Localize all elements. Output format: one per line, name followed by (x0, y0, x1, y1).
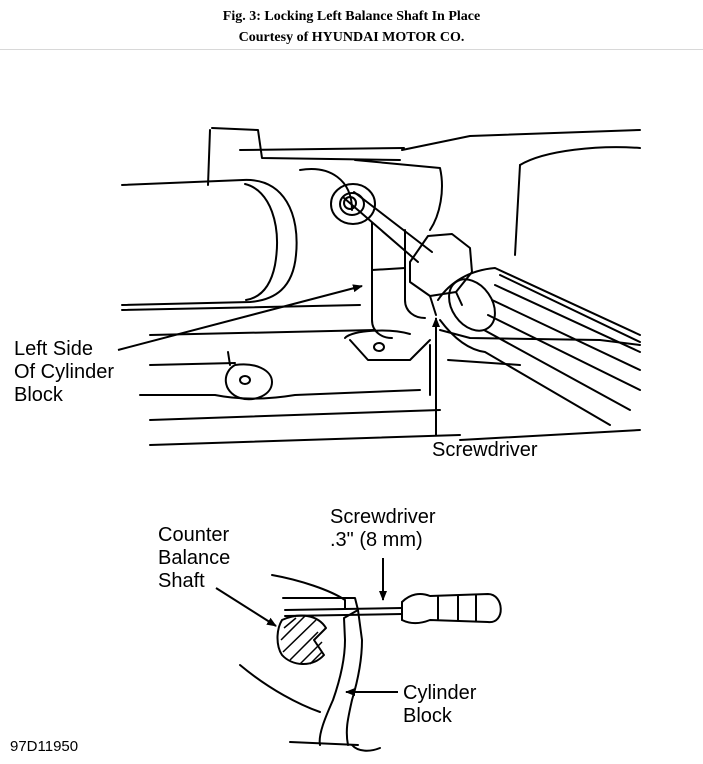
figure-id: 97D11950 (10, 738, 79, 755)
figure-courtesy: Courtesy of HYUNDAI MOTOR CO. (238, 30, 465, 45)
label-line: Counter (158, 524, 230, 546)
caption-divider (0, 49, 703, 50)
upper-leader-lines (117, 284, 440, 435)
engine-block-illustration (121, 127, 641, 446)
label-left-side-of-cylinder-block: Left Side Of Cylinder Block (14, 338, 114, 407)
label-cylinder-block: Cylinder Block (403, 682, 476, 728)
label-line: Cylinder (403, 682, 477, 704)
label-line: Screwdriver (330, 506, 436, 528)
label-line: .3" (8 mm) (330, 529, 423, 551)
label-line: Shaft (158, 570, 205, 592)
label-line: Left Side (14, 338, 93, 360)
lower-leader-lines (215, 558, 398, 696)
screwdriver-small-illustration (284, 593, 502, 624)
label-line: Block (403, 705, 452, 727)
label-line: Balance (158, 547, 231, 569)
screwdriver-illustration (343, 191, 641, 426)
label-screwdriver-upper: Screwdriver (432, 439, 538, 461)
figure-caption: Fig. 3: Locking Left Balance Shaft In Pl… (0, 6, 703, 48)
label-line: Of Cylinder (14, 361, 115, 383)
cross-section-illustration (239, 574, 381, 752)
label-counter-balance-shaft: Counter Balance Shaft (158, 524, 230, 593)
figure-title: Fig. 3: Locking Left Balance Shaft In Pl… (222, 9, 481, 24)
label-screwdriver-lower: Screwdriver .3" (8 mm) (330, 506, 436, 552)
label-line: Block (14, 384, 63, 406)
counter-balance-shaft-section (276, 614, 327, 665)
